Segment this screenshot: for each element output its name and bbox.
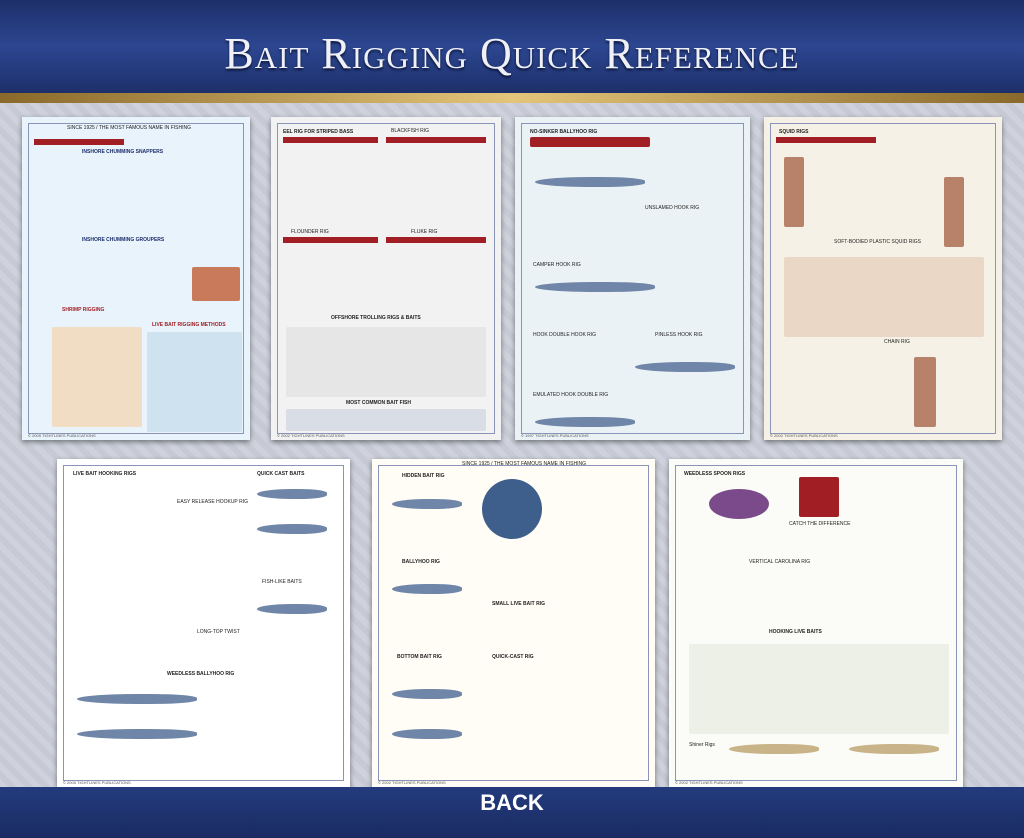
card-heading: SQUID RIGS bbox=[779, 129, 809, 135]
section-label: WEEDLESS BALLYHOO RIG bbox=[167, 671, 235, 677]
reference-card-5: LIVE BAIT HOOKING RIGS QUICK CAST BAITS … bbox=[57, 459, 350, 787]
section-label: SHRIMP RIGGING bbox=[62, 307, 105, 313]
section-label: QUICK CAST BAITS bbox=[257, 471, 305, 477]
card-footer: © 2002 TIGHTLINES PUBLICATIONS bbox=[675, 780, 743, 785]
section-label: BLACKFISH RIG bbox=[391, 128, 430, 134]
section-label: BALLYHOO RIG bbox=[402, 559, 440, 565]
section-label: SOFT-BODIED PLASTIC SQUID RIGS bbox=[834, 239, 921, 245]
bottom-bar bbox=[0, 787, 1024, 838]
section-label: LONG-TOP TWIST bbox=[197, 629, 240, 635]
section-label: EASY RELEASE HOOKUP RIG bbox=[177, 499, 248, 505]
card-footer: © 2002 TIGHTLINES PUBLICATIONS bbox=[277, 433, 345, 438]
section-label: PINLESS HOOK RIG bbox=[655, 332, 703, 338]
card-heading: SINCE 1925 / THE MOST FAMOUS NAME IN FIS… bbox=[462, 461, 587, 467]
section-label: VERTICAL CAROLINA RIG bbox=[749, 559, 811, 565]
reference-card-4: SQUID RIGS SOFT-BODIED PLASTIC SQUID RIG… bbox=[764, 117, 1002, 440]
card-footer: © 2005 TIGHTLINES PUBLICATIONS bbox=[63, 780, 131, 785]
reference-card-6: SINCE 1925 / THE MOST FAMOUS NAME IN FIS… bbox=[372, 459, 655, 787]
card-footer: © 2002 TIGHTLINES PUBLICATIONS bbox=[770, 433, 838, 438]
section-label: Shiner Rigs bbox=[689, 742, 715, 748]
card-heading: SINCE 1925 / THE MOST FAMOUS NAME IN FIS… bbox=[67, 125, 192, 131]
section-label: FLUKE RIG bbox=[411, 229, 438, 235]
reference-card-3: NO-SINKER BALLYHOO RIG UNSLAMED HOOK RIG… bbox=[515, 117, 750, 440]
section-label: INSHORE CHUMMING GROUPERS bbox=[82, 237, 165, 243]
reference-card-1: SINCE 1925 / THE MOST FAMOUS NAME IN FIS… bbox=[22, 117, 250, 440]
section-label: HOOKING LIVE BAITS bbox=[769, 629, 822, 635]
back-label: BACK bbox=[480, 790, 544, 815]
page-title: Bait Rigging Quick Reference bbox=[224, 29, 800, 78]
section-label: CHAIN RIG bbox=[884, 339, 910, 345]
gold-stripe bbox=[0, 93, 1024, 103]
section-label: FLOUNDER RIG bbox=[291, 229, 329, 235]
section-label: SMALL LIVE BAIT RIG bbox=[492, 601, 545, 607]
card-footer: © 1997 TIGHTLINES PUBLICATIONS bbox=[521, 433, 589, 438]
reference-card-2: EEL RIG FOR STRIPED BASS BLACKFISH RIG F… bbox=[271, 117, 501, 440]
section-label: OFFSHORE TROLLING RIGS & BAITS bbox=[331, 315, 421, 321]
section-label: INSHORE CHUMMING SNAPPERS bbox=[82, 149, 164, 155]
section-label: EMULATED HOOK DOUBLE RIG bbox=[533, 392, 609, 398]
card-heading: EEL RIG FOR STRIPED BASS bbox=[283, 129, 354, 135]
card-heading: LIVE BAIT HOOKING RIGS bbox=[73, 471, 137, 477]
section-label: QUICK-CAST RIG bbox=[492, 654, 534, 660]
section-label: LIVE BAIT RIGGING METHODS bbox=[152, 322, 226, 328]
card-footer: © 2002 TIGHTLINES PUBLICATIONS bbox=[378, 780, 446, 785]
section-label: CATCH THE DIFFERENCE bbox=[789, 521, 851, 527]
section-label: UNSLAMED HOOK RIG bbox=[645, 205, 700, 211]
reference-card-7: WEEDLESS SPOON RIGS CATCH THE DIFFERENCE… bbox=[669, 459, 963, 787]
section-label: MOST COMMON BAIT FISH bbox=[346, 400, 411, 406]
section-label: HIDDEN BAIT RIG bbox=[402, 473, 445, 479]
section-label: HOOK DOUBLE HOOK RIG bbox=[533, 332, 597, 338]
card-heading: WEEDLESS SPOON RIGS bbox=[684, 471, 746, 477]
card-heading: NO-SINKER BALLYHOO RIG bbox=[530, 129, 598, 135]
section-label: BOTTOM BAIT RIG bbox=[397, 654, 442, 660]
section-label: FISH-LIKE BAITS bbox=[262, 579, 302, 585]
card-footer: © 2009 TIGHTLINES PUBLICATIONS bbox=[28, 433, 96, 438]
title-banner: Bait Rigging Quick Reference bbox=[0, 0, 1024, 103]
section-label: CAMPER HOOK RIG bbox=[533, 262, 581, 268]
